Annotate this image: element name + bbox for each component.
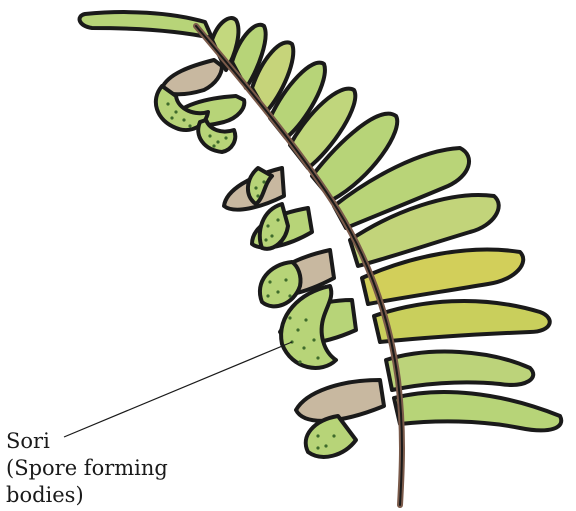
pinna-left-7	[296, 380, 384, 421]
pinna-right-5	[386, 352, 533, 390]
fern-frond	[80, 12, 562, 505]
sori-description-line-1: (Spore forming	[6, 456, 168, 481]
pinna-right-6	[394, 392, 561, 430]
pinna-right-4	[374, 301, 550, 342]
pinna-left-1	[162, 60, 222, 94]
leader-line	[64, 342, 292, 437]
sori-description-line-2: bodies)	[6, 483, 84, 508]
frond-tip	[80, 12, 212, 38]
sori-lobe-5	[260, 262, 301, 306]
sori-label: Sori	[6, 429, 50, 454]
